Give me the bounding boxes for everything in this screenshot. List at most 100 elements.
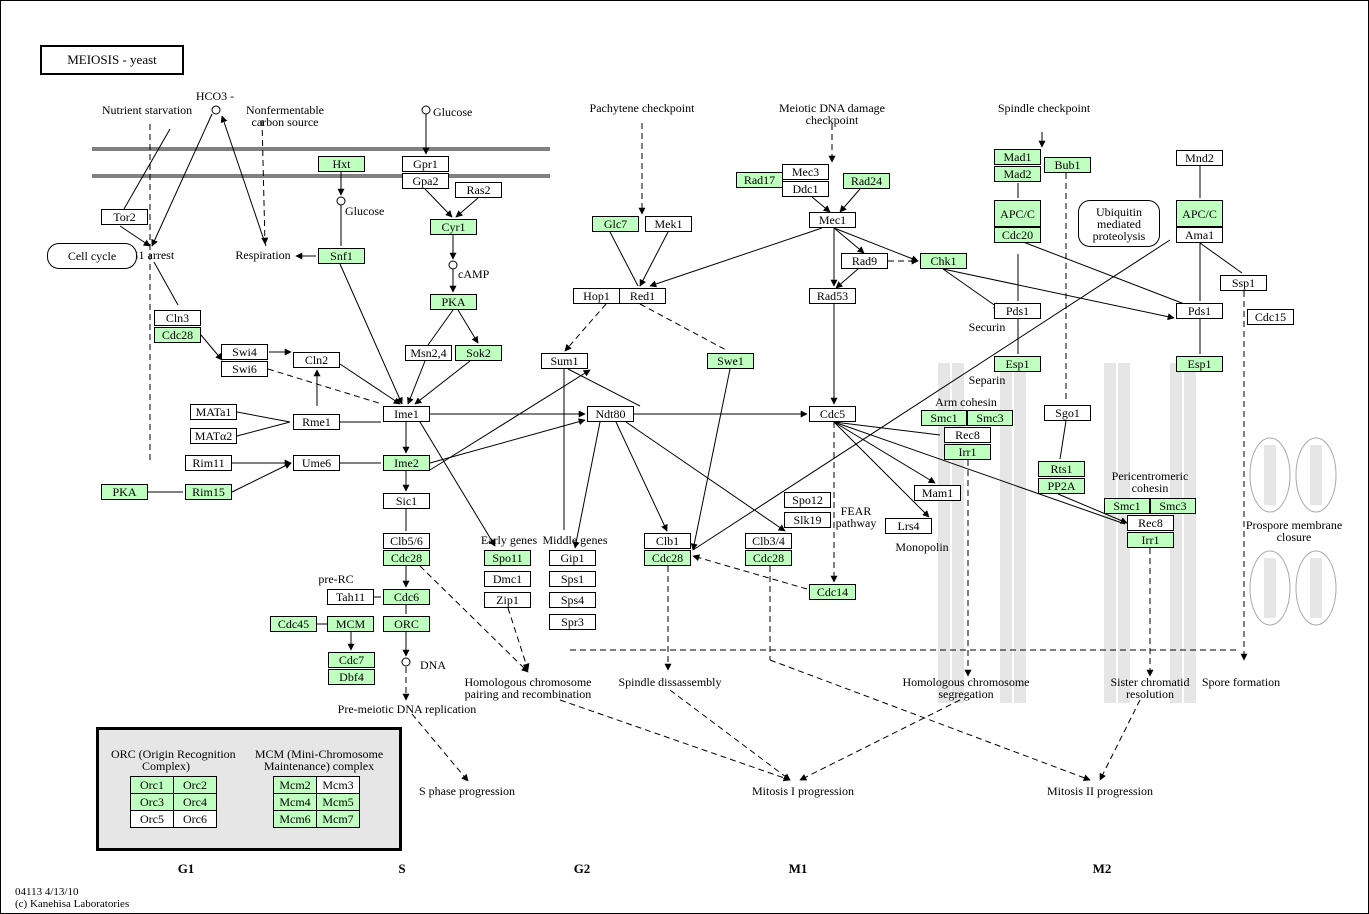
gene-node-ras2[interactable]: Ras2	[455, 182, 502, 198]
gene-node-rim11[interactable]: Rim11	[185, 455, 232, 471]
gene-node-mec3[interactable]: Mec3	[782, 164, 829, 180]
gene-node-cdc20[interactable]: Cdc20	[994, 227, 1041, 243]
gene-node-clb1[interactable]: Clb1	[644, 533, 691, 549]
legend-gene-orc4[interactable]: Orc4	[173, 793, 217, 811]
gene-node-cdc15[interactable]: Cdc15	[1247, 309, 1294, 325]
gene-node-zip1[interactable]: Zip1	[484, 592, 531, 608]
gene-node-rec8a[interactable]: Rec8	[944, 427, 991, 443]
gene-node-ama1[interactable]: Ama1	[1176, 227, 1223, 243]
gene-node-cdc28a[interactable]: Cdc28	[154, 327, 201, 343]
gene-node-pka2[interactable]: PKA	[101, 484, 148, 500]
gene-node-snf1[interactable]: Snf1	[318, 248, 365, 264]
gene-node-pka1[interactable]: PKA	[430, 294, 477, 310]
gene-node-sic1[interactable]: Sic1	[383, 493, 430, 509]
gene-node-rad24[interactable]: Rad24	[843, 173, 890, 189]
map-link-ubiquitin[interactable]: Ubiquitin mediated proteolysis	[1078, 200, 1160, 247]
gene-node-clb34[interactable]: Clb3/4	[745, 533, 792, 549]
gene-node-red1[interactable]: Red1	[619, 288, 666, 304]
gene-node-esp1a[interactable]: Esp1	[994, 356, 1041, 372]
gene-node-cdc28b[interactable]: Cdc28	[383, 550, 430, 566]
gene-node-gip1[interactable]: Gip1	[549, 550, 596, 566]
gene-node-tor2[interactable]: Tor2	[101, 209, 148, 225]
gene-node-rme1[interactable]: Rme1	[293, 414, 340, 430]
gene-node-mec1[interactable]: Mec1	[809, 212, 856, 228]
gene-node-cdc45[interactable]: Cdc45	[270, 616, 317, 632]
gene-node-cdc7[interactable]: Cdc7	[328, 652, 375, 668]
gene-node-apcc2[interactable]: APC/C	[1176, 200, 1223, 227]
gene-node-rad17[interactable]: Rad17	[736, 172, 783, 188]
gene-node-sps1[interactable]: Sps1	[549, 571, 596, 587]
gene-node-ime2[interactable]: Ime2	[383, 455, 430, 471]
gene-node-spo11[interactable]: Spo11	[484, 550, 531, 566]
gene-node-lrs4[interactable]: Lrs4	[885, 518, 932, 534]
gene-node-swe1[interactable]: Swe1	[707, 353, 754, 369]
gene-node-ssp1[interactable]: Ssp1	[1220, 275, 1267, 291]
gene-node-mnd2[interactable]: Mnd2	[1176, 150, 1223, 166]
gene-node-cln3[interactable]: Cln3	[154, 310, 201, 326]
gene-node-mad2[interactable]: Mad2	[994, 166, 1041, 182]
gene-node-swi4[interactable]: Swi4	[221, 344, 268, 360]
legend-gene-orc6[interactable]: Orc6	[173, 810, 217, 828]
gene-node-orc[interactable]: ORC	[383, 616, 430, 632]
gene-node-bub1[interactable]: Bub1	[1044, 157, 1091, 173]
gene-node-smc1a[interactable]: Smc1	[921, 410, 967, 426]
legend-gene-mcm4[interactable]: Mcm4	[273, 793, 317, 811]
gene-node-rim15[interactable]: Rim15	[185, 484, 232, 500]
gene-node-sgo1[interactable]: Sgo1	[1044, 405, 1091, 421]
gene-node-glc7[interactable]: Glc7	[592, 216, 639, 232]
gene-node-swi6[interactable]: Swi6	[221, 361, 268, 377]
gene-node-slk19[interactable]: Slk19	[784, 512, 831, 528]
legend-gene-orc3[interactable]: Orc3	[130, 793, 174, 811]
gene-node-pds1b[interactable]: Pds1	[1176, 303, 1223, 319]
legend-gene-mcm7[interactable]: Mcm7	[316, 810, 360, 828]
gene-node-smc3b[interactable]: Smc3	[1150, 498, 1196, 514]
legend-gene-mcm6[interactable]: Mcm6	[273, 810, 317, 828]
gene-node-dbf4[interactable]: Dbf4	[328, 669, 375, 685]
gene-node-spr3[interactable]: Spr3	[549, 614, 596, 630]
gene-node-pp2a[interactable]: PP2A	[1038, 478, 1085, 494]
gene-node-apcc1[interactable]: APC/C	[994, 200, 1041, 227]
gene-node-smc3a[interactable]: Smc3	[967, 410, 1013, 426]
legend-gene-mcm2[interactable]: Mcm2	[273, 776, 317, 794]
gene-node-rts1[interactable]: Rts1	[1038, 461, 1085, 477]
gene-node-gpa2[interactable]: Gpa2	[402, 173, 449, 189]
gene-node-cyr1[interactable]: Cyr1	[430, 219, 477, 235]
gene-node-sok2[interactable]: Sok2	[455, 345, 502, 361]
gene-node-gpr1[interactable]: Gpr1	[402, 156, 449, 172]
gene-node-cdc5[interactable]: Cdc5	[809, 406, 856, 422]
legend-gene-orc1[interactable]: Orc1	[130, 776, 174, 794]
gene-node-cdc6[interactable]: Cdc6	[383, 589, 430, 605]
gene-node-mam1[interactable]: Mam1	[914, 485, 961, 501]
gene-node-cdc14[interactable]: Cdc14	[809, 584, 856, 600]
legend-gene-orc5[interactable]: Orc5	[130, 810, 174, 828]
gene-node-mad1[interactable]: Mad1	[994, 149, 1041, 165]
gene-node-cdc28d[interactable]: Cdc28	[745, 550, 792, 566]
legend-gene-mcm3[interactable]: Mcm3	[316, 776, 360, 794]
gene-node-ime1[interactable]: Ime1	[383, 406, 430, 422]
gene-node-pds1a[interactable]: Pds1	[994, 303, 1041, 319]
gene-node-mata2[interactable]: MATα2	[190, 428, 237, 444]
gene-node-msn24[interactable]: Msn2,4	[405, 345, 452, 361]
gene-node-tah11[interactable]: Tah11	[327, 589, 374, 605]
gene-node-ume6[interactable]: Ume6	[293, 455, 340, 471]
gene-node-ndt80[interactable]: Ndt80	[587, 406, 634, 422]
gene-node-sum1[interactable]: Sum1	[541, 353, 588, 369]
gene-node-cln2[interactable]: Cln2	[293, 352, 340, 368]
gene-node-ddc1[interactable]: Ddc1	[782, 181, 829, 197]
gene-node-cdc28c[interactable]: Cdc28	[644, 550, 691, 566]
gene-node-irr1a[interactable]: Irr1	[944, 444, 991, 460]
gene-node-spo12[interactable]: Spo12	[784, 492, 831, 508]
legend-gene-mcm5[interactable]: Mcm5	[316, 793, 360, 811]
gene-node-dmc1[interactable]: Dmc1	[484, 571, 531, 587]
gene-node-esp1b[interactable]: Esp1	[1176, 356, 1223, 372]
map-link-cell-cycle[interactable]: Cell cycle	[47, 243, 137, 269]
gene-node-mcm[interactable]: MCM	[327, 616, 374, 632]
gene-node-mata1[interactable]: MATa1	[190, 404, 237, 420]
gene-node-sps4[interactable]: Sps4	[549, 592, 596, 608]
gene-node-clb56[interactable]: Clb5/6	[383, 533, 430, 549]
gene-node-irr1b[interactable]: Irr1	[1127, 532, 1174, 548]
gene-node-hxt[interactable]: Hxt	[318, 156, 365, 172]
gene-node-hop1[interactable]: Hop1	[573, 288, 620, 304]
legend-gene-orc2[interactable]: Orc2	[173, 776, 217, 794]
gene-node-rad9[interactable]: Rad9	[841, 253, 888, 269]
